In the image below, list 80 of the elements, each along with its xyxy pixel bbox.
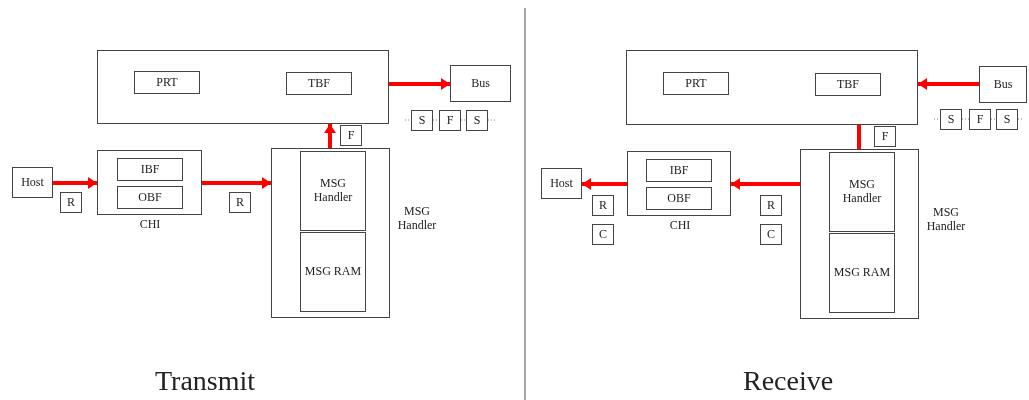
box-label: PRT — [685, 76, 707, 91]
block-box — [97, 50, 389, 124]
block-box — [979, 66, 1027, 103]
arrow — [918, 78, 979, 90]
box-label: R — [67, 195, 75, 210]
box-label: R — [236, 195, 244, 210]
box-label: S — [418, 113, 426, 128]
block-box — [541, 168, 582, 199]
arrow — [53, 177, 97, 189]
block-box — [439, 110, 461, 131]
block-box — [97, 150, 202, 215]
box-caption: CHI — [138, 218, 162, 232]
block-box — [300, 232, 366, 312]
box-label: S — [1003, 112, 1011, 127]
box-caption: MSG Handler — [925, 206, 967, 234]
box-label: TBF — [308, 76, 330, 91]
block-box — [829, 233, 895, 313]
block-box — [117, 186, 183, 209]
arrow — [731, 178, 800, 190]
box-label: TBF — [837, 77, 859, 92]
block-box — [969, 109, 991, 130]
block-box — [592, 195, 614, 216]
arrow — [202, 177, 271, 189]
box-label: R — [767, 198, 775, 213]
box-label: F — [976, 112, 984, 127]
block-box — [271, 148, 390, 318]
box-label: F — [881, 129, 889, 144]
box-label: C — [767, 227, 775, 242]
block-box — [411, 110, 433, 131]
block-box — [646, 187, 712, 210]
box-label: MSG RAM — [833, 266, 891, 280]
box-label: MSG Handler — [312, 177, 354, 205]
box-label: C — [599, 227, 607, 242]
block-box — [286, 72, 352, 95]
block-box — [60, 192, 82, 213]
block-box — [829, 152, 895, 232]
block-box — [450, 65, 511, 102]
block-box — [12, 167, 53, 198]
box-label: MSG RAM — [304, 265, 362, 279]
box-label: OBF — [138, 190, 162, 205]
box-caption: CHI — [668, 219, 692, 233]
box-label: PRT — [156, 75, 178, 90]
box-label: S — [947, 112, 955, 127]
box-label: R — [599, 198, 607, 213]
box-label: Host — [550, 176, 573, 191]
box-caption: MSG Handler — [396, 205, 438, 233]
block-box — [626, 50, 918, 125]
block-box — [874, 126, 896, 147]
block-box — [117, 158, 183, 181]
block-box — [592, 224, 614, 245]
box-label: OBF — [667, 191, 691, 206]
block-box — [760, 195, 782, 216]
panel-title: Transmit — [155, 366, 256, 397]
block-box — [760, 224, 782, 245]
panel-title: Receive — [743, 366, 834, 397]
block-box — [646, 159, 712, 182]
block-box — [466, 110, 488, 131]
block-box — [134, 71, 200, 94]
arrow — [324, 124, 336, 148]
block-box — [996, 109, 1018, 130]
block-box — [229, 192, 251, 213]
box-label: Bus — [471, 76, 490, 91]
block-box — [300, 151, 366, 231]
box-label: MSG Handler — [841, 178, 883, 206]
connector-line — [857, 125, 861, 149]
block-box — [627, 151, 731, 216]
block-box — [940, 109, 962, 130]
block-box — [800, 149, 919, 319]
box-label: Bus — [993, 77, 1013, 92]
box-label: F — [347, 128, 355, 143]
box-label: F — [446, 113, 454, 128]
block-box — [340, 125, 362, 146]
block-box — [663, 72, 729, 95]
box-label: Host — [21, 175, 44, 190]
arrow — [389, 78, 450, 90]
block-box — [815, 73, 881, 96]
arrow — [582, 178, 627, 190]
box-label: S — [473, 113, 481, 128]
box-label: IBF — [669, 163, 689, 178]
box-label: IBF — [140, 162, 160, 177]
